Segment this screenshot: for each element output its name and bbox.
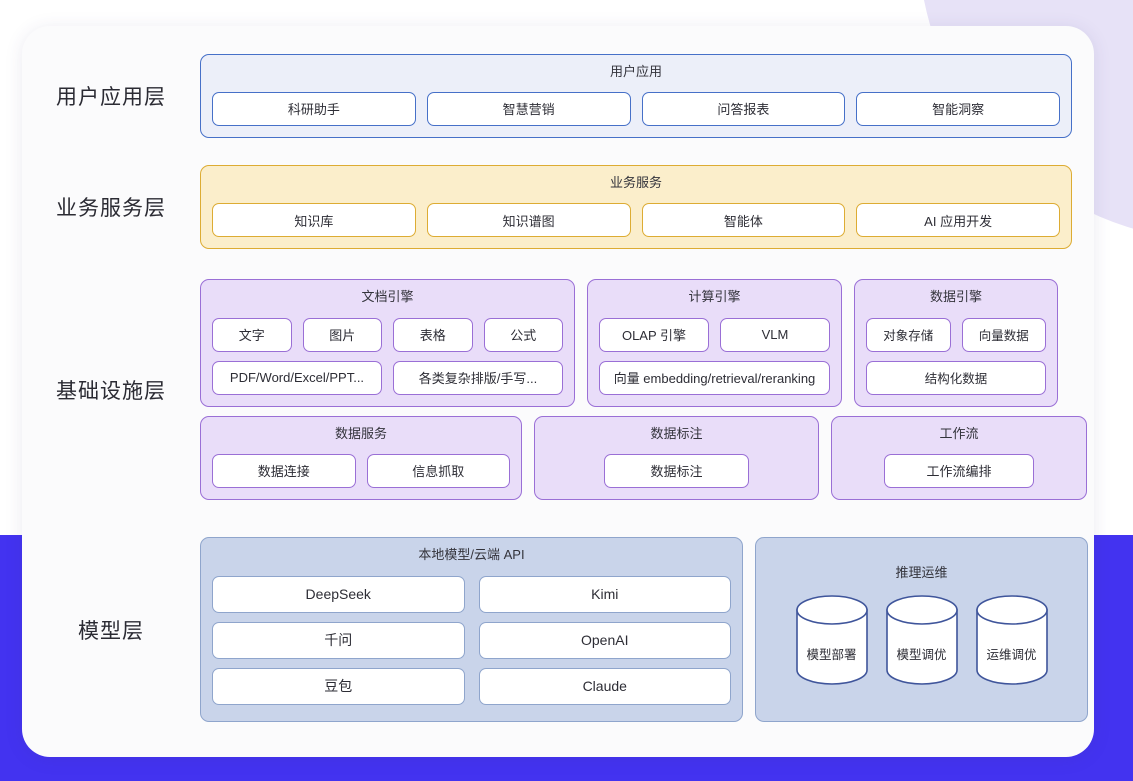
- chip-claude[interactable]: Claude: [478, 667, 731, 705]
- panel-title-data-annotation: 数据标注: [650, 425, 703, 441]
- panel-data-annotation[interactable]: 数据标注 数据标注: [534, 415, 819, 500]
- layer-label-business-service: 业务服务层: [56, 197, 166, 221]
- panel-business-service[interactable]: 业务服务 知识库 知识谱图 智能体 AI 应用开发: [200, 164, 1072, 250]
- chip-gongshi[interactable]: 公式: [483, 317, 563, 352]
- layer-infrastructure: 基础设施层 文档引擎 文字 图片 表格 公式 PDF/Word/Excel/PP…: [22, 263, 1087, 517]
- chip-shuju-biaozhu[interactable]: 数据标注: [604, 453, 749, 488]
- chip-xinxi-zhuaqu[interactable]: 信息抓取: [366, 453, 510, 488]
- chip-vlm[interactable]: VLM: [720, 317, 830, 352]
- cylinder-model-deployment[interactable]: 模型部署: [795, 594, 869, 686]
- cylinder-label-model-deployment: 模型部署: [806, 647, 857, 662]
- model-row: 本地模型/云端 API DeepSeek Kimi 千问 OpenAI 豆包 C…: [200, 537, 1088, 722]
- layer-model: 模型层 本地模型/云端 API DeepSeek Kimi 千问 OpenAI: [22, 516, 1088, 743]
- chip-wenda-baobiao[interactable]: 问答报表: [641, 91, 846, 126]
- chip-zhinengti[interactable]: 智能体: [641, 203, 846, 238]
- cylinder-icon: [975, 594, 1048, 685]
- panel-title-workflow: 工作流: [939, 425, 979, 441]
- layer-label-model: 模型层: [78, 619, 144, 643]
- panel-title-data-engine: 数据引擎: [929, 289, 982, 305]
- chip-tupian[interactable]: 图片: [302, 317, 382, 352]
- panel-title-inference-ops: 推理运维: [895, 565, 948, 581]
- layer-label-user-application: 用户应用层: [56, 85, 166, 109]
- chip-doubao[interactable]: 豆包: [212, 667, 465, 705]
- panel-workflow[interactable]: 工作流 工作流编排: [831, 415, 1087, 500]
- panel-title-document-engine: 文档引擎: [361, 289, 414, 305]
- layer-user-application: 用户应用层 用户应用 科研助手 智慧营销 问答报表 智能洞察: [22, 40, 1072, 151]
- chip-jiegouhua-shuju[interactable]: 结构化数据: [866, 360, 1046, 395]
- chip-qianwen[interactable]: 千问: [212, 621, 465, 659]
- cylinder-label-model-tuning: 模型调优: [896, 647, 947, 662]
- cylinder-icon: [795, 594, 868, 685]
- cylinder-label-ops-tuning: 运维调优: [986, 647, 1037, 662]
- panel-document-engine[interactable]: 文档引擎 文字 图片 表格 公式 PDF/Word/Excel/PPT... 各…: [200, 279, 575, 407]
- chip-shuju-lianjie[interactable]: 数据连接: [212, 453, 356, 488]
- chip-zhishiku[interactable]: 知识库: [212, 203, 416, 238]
- panel-user-application[interactable]: 用户应用 科研助手 智慧营销 问答报表 智能洞察: [200, 53, 1072, 138]
- panel-compute-engine[interactable]: 计算引擎 OLAP 引擎 VLM 向量 embedding/retrieval/…: [587, 279, 842, 407]
- chip-zhineng-dongcha[interactable]: 智能洞察: [856, 91, 1060, 126]
- chip-pdf-word-excel-ppt[interactable]: PDF/Word/Excel/PPT...: [212, 360, 382, 395]
- cylinder-icon: [885, 594, 958, 685]
- chip-wenzi[interactable]: 文字: [212, 317, 292, 352]
- panel-local-cloud-models[interactable]: 本地模型/云端 API DeepSeek Kimi 千问 OpenAI 豆包 C…: [200, 537, 743, 722]
- panel-title-business-service: 业务服务: [609, 174, 662, 190]
- chip-fuza-paiban-shouxie[interactable]: 各类复杂排版/手写...: [393, 360, 563, 395]
- cylinder-model-tuning[interactable]: 模型调优: [885, 594, 959, 686]
- infrastructure-row-2: 数据服务 数据连接 信息抓取 数据标注 数据标注 工作流: [200, 415, 1087, 500]
- panel-title-compute-engine: 计算引擎: [688, 289, 741, 305]
- panel-data-engine[interactable]: 数据引擎 对象存储 向量数据 结构化数据: [854, 279, 1058, 407]
- panel-title-local-cloud-models: 本地模型/云端 API: [418, 547, 525, 563]
- panel-data-service[interactable]: 数据服务 数据连接 信息抓取: [200, 415, 522, 500]
- chip-keyan-zhushou[interactable]: 科研助手: [212, 91, 416, 126]
- architecture-card: 用户应用层 用户应用 科研助手 智慧营销 问答报表 智能洞察 业务服务层 业务服: [22, 26, 1094, 757]
- chip-deepseek[interactable]: DeepSeek: [212, 575, 465, 613]
- chip-olap-engine[interactable]: OLAP 引擎: [599, 317, 709, 352]
- chip-gongzuoliu-bianpai[interactable]: 工作流编排: [884, 453, 1034, 488]
- chip-zhishi-putu[interactable]: 知识谱图: [426, 203, 631, 238]
- chip-duixiang-cunchu[interactable]: 对象存储: [866, 317, 951, 352]
- panel-title-data-service: 数据服务: [334, 425, 387, 441]
- infrastructure-row-1: 文档引擎 文字 图片 表格 公式 PDF/Word/Excel/PPT... 各…: [200, 279, 1087, 407]
- chip-biaoge[interactable]: 表格: [393, 317, 473, 352]
- chip-vector-embedding-retrieval-reranking[interactable]: 向量 embedding/retrieval/reranking: [599, 360, 830, 395]
- chip-zhihui-yingxiao[interactable]: 智慧营销: [426, 91, 631, 126]
- panel-title-user-application: 用户应用: [609, 63, 662, 79]
- layer-business-service: 业务服务层 业务服务 知识库 知识谱图 智能体 AI 应用开发: [22, 151, 1072, 262]
- panel-inference-ops[interactable]: 推理运维 模型部署: [755, 537, 1088, 722]
- chip-openai[interactable]: OpenAI: [478, 621, 731, 659]
- chip-ai-yingyong-kaifa[interactable]: AI 应用开发: [856, 203, 1060, 238]
- cylinder-ops-tuning[interactable]: 运维调优: [975, 594, 1049, 686]
- layer-label-infrastructure: 基础设施层: [56, 379, 166, 403]
- chip-xiangliang-shuju[interactable]: 向量数据: [961, 317, 1046, 352]
- chip-kimi[interactable]: Kimi: [478, 575, 731, 613]
